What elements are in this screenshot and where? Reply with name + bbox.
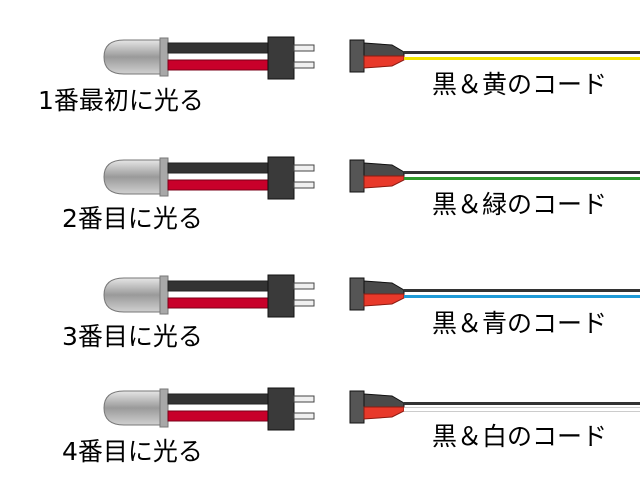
led-red-wire-2 [167,179,269,191]
led-black-wire-2 [167,162,269,174]
led-bulb-1 [103,39,161,75]
cord-housing-tip-1 [363,55,405,69]
led-black-wire-1 [167,42,269,54]
row-2 [103,156,640,200]
cord-black-wire-4 [404,402,640,405]
cord-color-wire-3 [404,295,640,298]
led-assembly-4 [103,387,315,431]
led-bulb-3 [103,277,161,313]
led-black-wire-4 [167,393,269,405]
cord-connector-2 [349,159,640,193]
led-label-3: 3番目に光る [62,322,203,351]
led-pin-top-3 [293,282,315,290]
led-red-wire-3 [167,297,269,309]
cord-latch-3 [349,277,365,311]
cord-housing-top-2 [363,162,405,177]
cord-color-wire-2 [404,177,640,180]
cord-housing-top-3 [363,280,405,295]
cord-label-3: 黒＆青のコード [432,309,608,338]
cord-connector-3 [349,277,640,311]
cord-label-1: 黒＆黄のコード [432,70,608,99]
row-1 [103,36,640,80]
led-assembly-3 [103,274,315,318]
cord-connector-4 [349,390,640,424]
led-pin-housing-2 [267,156,295,200]
led-pin-bottom-4 [293,412,315,420]
cord-label-2: 黒＆緑のコード [432,190,608,219]
led-bulb-4 [103,390,161,426]
led-pin-bottom-2 [293,181,315,189]
cord-housing-tip-4 [363,406,405,420]
led-flange-4 [159,388,169,428]
cord-black-wire-3 [404,289,640,292]
led-label-4: 4番目に光る [62,437,203,466]
row-4 [103,387,640,431]
cord-label-4: 黒＆白のコード [432,422,608,451]
row-3 [103,274,640,318]
led-pin-bottom-3 [293,299,315,307]
cord-black-wire-2 [404,171,640,174]
led-pin-housing-4 [267,387,295,431]
led-pin-housing-3 [267,274,295,318]
cord-housing-tip-2 [363,175,405,189]
led-label-1: 1番最初に光る [38,86,204,115]
cord-housing-top-4 [363,393,405,408]
led-red-wire-4 [167,410,269,422]
cord-latch-2 [349,159,365,193]
cord-latch-1 [349,39,365,73]
led-pin-housing-1 [267,36,295,80]
led-pin-bottom-1 [293,61,315,69]
cord-housing-tip-3 [363,293,405,307]
cord-color-wire-4 [404,408,640,411]
led-pin-top-2 [293,164,315,172]
cord-housing-top-1 [363,42,405,57]
led-pin-top-1 [293,44,315,52]
led-assembly-1 [103,36,315,80]
led-bulb-2 [103,159,161,195]
led-red-wire-1 [167,59,269,71]
cord-black-wire-1 [404,51,640,54]
led-flange-1 [159,37,169,77]
led-black-wire-3 [167,280,269,292]
cord-color-wire-1 [404,57,640,60]
led-assembly-2 [103,156,315,200]
led-flange-3 [159,275,169,315]
cord-latch-4 [349,390,365,424]
led-flange-2 [159,157,169,197]
led-label-2: 2番目に光る [62,204,203,233]
cord-connector-1 [349,39,640,73]
led-pin-top-4 [293,395,315,403]
